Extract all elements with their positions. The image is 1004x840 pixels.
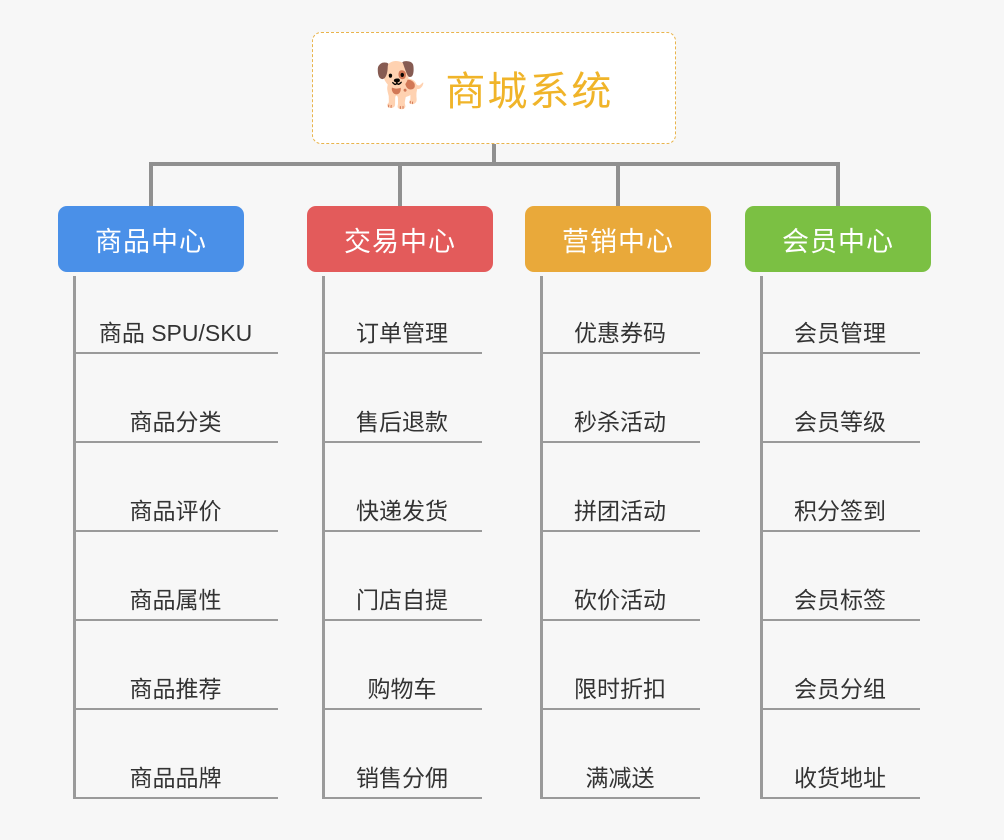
column-header-label: 商品中心 bbox=[95, 226, 207, 257]
column-header-label: 交易中心 bbox=[344, 226, 456, 257]
column-drop-line bbox=[836, 162, 840, 206]
column-header-label: 会员中心 bbox=[782, 226, 894, 257]
leaf-item-label: 优惠券码 bbox=[574, 320, 666, 346]
leaf-item-label: 积分签到 bbox=[794, 498, 886, 524]
leaf-item[interactable]: 商品推荐 bbox=[73, 666, 278, 710]
leaf-item[interactable]: 收货地址 bbox=[760, 755, 920, 799]
leaf-item[interactable]: 拼团活动 bbox=[540, 488, 700, 532]
leaf-item-label: 商品推荐 bbox=[129, 676, 222, 702]
column-drop-line bbox=[616, 162, 620, 206]
leaf-item-label: 销售分佣 bbox=[356, 765, 448, 791]
leaf-item[interactable]: 会员分组 bbox=[760, 666, 920, 710]
root-node[interactable]: 🐕 商城系统 bbox=[312, 32, 676, 144]
column-drop-line bbox=[398, 162, 402, 206]
column-header-1[interactable]: 商品中心 bbox=[58, 206, 244, 272]
leaf-item-label: 会员等级 bbox=[794, 409, 886, 435]
root-stem-line bbox=[492, 144, 496, 164]
leaf-item[interactable]: 购物车 bbox=[322, 666, 482, 710]
leaf-item[interactable]: 会员管理 bbox=[760, 310, 920, 354]
leaf-item[interactable]: 商品评价 bbox=[73, 488, 278, 532]
leaf-item-label: 收货地址 bbox=[794, 765, 886, 791]
leaf-item[interactable]: 秒杀活动 bbox=[540, 399, 700, 443]
leaf-item[interactable]: 砍价活动 bbox=[540, 577, 700, 621]
leaf-item-label: 秒杀活动 bbox=[574, 409, 666, 435]
horizontal-bus-line bbox=[150, 162, 840, 166]
column-trunk-line bbox=[73, 276, 76, 799]
leaf-item-label: 会员分组 bbox=[794, 676, 886, 702]
leaf-item-label: 门店自提 bbox=[356, 587, 448, 613]
column-header-label: 营销中心 bbox=[562, 226, 674, 257]
leaf-item-label: 售后退款 bbox=[356, 409, 448, 435]
leaf-item-label: 订单管理 bbox=[356, 320, 448, 346]
leaf-item[interactable]: 限时折扣 bbox=[540, 666, 700, 710]
leaf-item-label: 商品属性 bbox=[129, 587, 222, 613]
leaf-item[interactable]: 优惠券码 bbox=[540, 310, 700, 354]
column-trunk-line bbox=[540, 276, 543, 799]
leaf-item[interactable]: 订单管理 bbox=[322, 310, 482, 354]
leaf-item[interactable]: 积分签到 bbox=[760, 488, 920, 532]
leaf-item-label: 商品 SPU/SKU bbox=[98, 320, 253, 346]
root-title: 商城系统 bbox=[445, 70, 614, 114]
column-drop-line bbox=[149, 162, 153, 206]
column-trunk-line bbox=[322, 276, 325, 799]
leaf-item-label: 会员管理 bbox=[794, 320, 886, 346]
leaf-item-label: 限时折扣 bbox=[574, 676, 666, 702]
column-header-3[interactable]: 营销中心 bbox=[525, 206, 711, 272]
leaf-item[interactable]: 会员等级 bbox=[760, 399, 920, 443]
leaf-item[interactable]: 商品属性 bbox=[73, 577, 278, 621]
leaf-item-label: 满减送 bbox=[585, 765, 655, 791]
leaf-item[interactable]: 满减送 bbox=[540, 755, 700, 799]
column-header-2[interactable]: 交易中心 bbox=[307, 206, 493, 272]
leaf-item[interactable]: 快递发货 bbox=[322, 488, 482, 532]
column-trunk-line bbox=[760, 276, 763, 799]
leaf-item[interactable]: 销售分佣 bbox=[322, 755, 482, 799]
column-header-4[interactable]: 会员中心 bbox=[745, 206, 931, 272]
leaf-item-label: 商品评价 bbox=[129, 498, 222, 524]
leaf-item[interactable]: 会员标签 bbox=[760, 577, 920, 621]
leaf-item-label: 拼团活动 bbox=[574, 498, 666, 524]
leaf-item[interactable]: 售后退款 bbox=[322, 399, 482, 443]
leaf-item-label: 商品分类 bbox=[129, 409, 222, 435]
leaf-item[interactable]: 门店自提 bbox=[322, 577, 482, 621]
leaf-item[interactable]: 商品 SPU/SKU bbox=[73, 310, 278, 354]
leaf-item-label: 砍价活动 bbox=[574, 587, 666, 613]
leaf-item-label: 快递发货 bbox=[356, 498, 448, 524]
leaf-item-label: 购物车 bbox=[367, 676, 437, 702]
leaf-item-label: 会员标签 bbox=[794, 587, 886, 613]
leaf-item[interactable]: 商品品牌 bbox=[73, 755, 278, 799]
leaf-item[interactable]: 商品分类 bbox=[73, 399, 278, 443]
leaf-item-label: 商品品牌 bbox=[129, 765, 222, 791]
shiba-dog-face-icon: 🐕 bbox=[374, 61, 430, 110]
